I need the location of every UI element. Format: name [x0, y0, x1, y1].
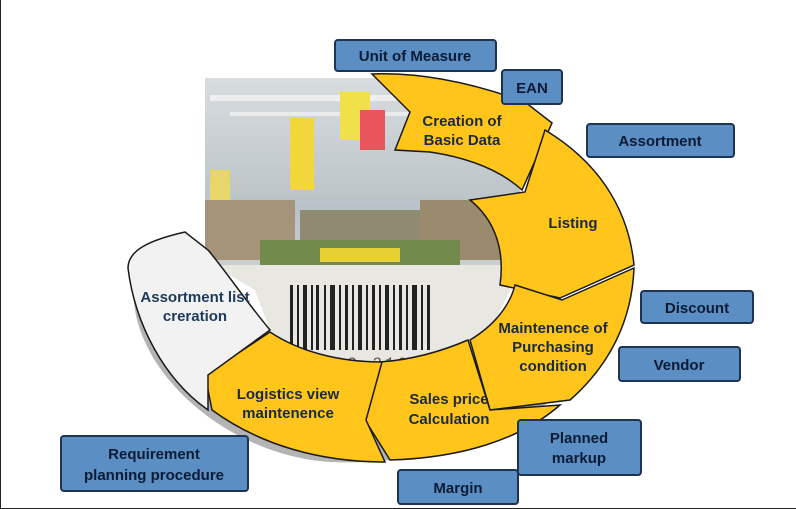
- svg-text:Vendor: Vendor: [654, 357, 705, 374]
- svg-text:Creation of: Creation of: [422, 113, 502, 130]
- svg-text:Planned: Planned: [550, 430, 608, 447]
- svg-text:Calculation: Calculation: [409, 411, 490, 428]
- svg-text:Assortment: Assortment: [618, 133, 701, 150]
- svg-text:planning procedure: planning procedure: [84, 467, 224, 484]
- box-requirement-planning[interactable]: Requirement planning procedure: [60, 435, 249, 492]
- box-vendor[interactable]: Vendor: [618, 346, 741, 382]
- svg-text:Basic Data: Basic Data: [424, 132, 501, 149]
- label-assortment-list: Assortment list creration: [140, 289, 249, 325]
- box-assortment[interactable]: Assortment: [586, 123, 735, 158]
- segment-assortment-list[interactable]: [127, 231, 272, 412]
- svg-text:markup: markup: [552, 450, 606, 467]
- label-logistics: Logistics view maintenence: [237, 386, 340, 422]
- label-creation: Creation of Basic Data: [422, 113, 502, 149]
- svg-text:Requirement: Requirement: [108, 446, 200, 463]
- segment-logistics[interactable]: [204, 331, 387, 463]
- svg-text:Sales price: Sales price: [409, 391, 488, 408]
- box-ean[interactable]: EAN: [501, 69, 563, 105]
- svg-text:creration: creration: [163, 308, 227, 325]
- svg-text:Margin: Margin: [433, 480, 482, 497]
- segment-listing[interactable]: [468, 128, 635, 299]
- svg-text:Logistics view: Logistics view: [237, 386, 340, 403]
- svg-text:Purchasing: Purchasing: [512, 339, 594, 356]
- svg-text:Maintenence of: Maintenence of: [498, 320, 608, 337]
- svg-text:Assortment list: Assortment list: [140, 289, 249, 306]
- box-margin[interactable]: Margin: [397, 469, 519, 505]
- box-unit-of-measure[interactable]: Unit of Measure: [334, 39, 497, 72]
- segment-purchasing[interactable]: [469, 266, 635, 411]
- svg-text:Discount: Discount: [665, 300, 729, 317]
- box-discount[interactable]: Discount: [640, 290, 754, 324]
- label-listing: Listing: [548, 215, 597, 232]
- svg-text:Unit of Measure: Unit of Measure: [359, 48, 472, 65]
- label-sales: Sales price Calculation: [409, 391, 490, 428]
- svg-text:Listing: Listing: [548, 215, 597, 232]
- svg-text:condition: condition: [519, 358, 587, 375]
- label-purchasing: Maintenence of Purchasing condition: [498, 320, 608, 375]
- box-planned-markup[interactable]: Planned markup: [517, 419, 642, 476]
- svg-text:EAN: EAN: [516, 80, 548, 97]
- svg-text:maintenence: maintenence: [242, 405, 334, 422]
